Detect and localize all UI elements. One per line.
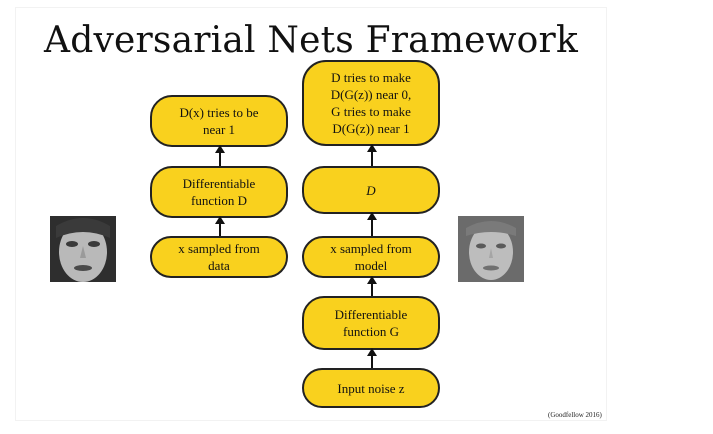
node-generator: Differentiable function G	[302, 296, 440, 350]
generated-face-image	[458, 216, 524, 282]
node-data-sample: x sampled from data	[150, 236, 288, 278]
credit-text: (Goodfellow 2016)	[548, 411, 602, 419]
node-discriminator-real: Differentiable function D	[150, 166, 288, 218]
node-game-objective: D tries to make D(G(z)) near 0, G tries …	[302, 60, 440, 146]
slide-title: Adversarial Nets Framework	[44, 20, 578, 61]
node-data-sample-label: x sampled from data	[178, 241, 260, 273]
node-input-noise-label: Input noise z	[337, 380, 405, 396]
arrow-data-to-d	[215, 216, 225, 238]
arrow-sample-to-d	[367, 212, 377, 238]
real-face-image	[50, 216, 116, 282]
node-model-sample: x sampled from model	[302, 236, 440, 278]
slide: Adversarial Nets Framework D(x) tries to…	[16, 8, 606, 420]
node-d-output-real-label: D(x) tries to be near 1	[179, 105, 259, 137]
arrow-d-to-objective	[367, 144, 377, 168]
arrow-noise-to-g	[367, 348, 377, 370]
node-d-output-real: D(x) tries to be near 1	[150, 95, 288, 147]
node-discriminator-fake-label: D	[366, 182, 376, 198]
node-discriminator-fake: D	[302, 166, 440, 214]
node-discriminator-real-label: Differentiable function D	[182, 176, 256, 208]
node-game-objective-label: D tries to make D(G(z)) near 0, G tries …	[330, 70, 412, 136]
node-input-noise: Input noise z	[302, 368, 440, 408]
node-model-sample-label: x sampled from model	[330, 241, 412, 273]
node-generator-label: Differentiable function G	[334, 307, 408, 339]
arrow-g-to-sample	[367, 276, 377, 298]
arrow-d-to-output	[215, 145, 225, 168]
